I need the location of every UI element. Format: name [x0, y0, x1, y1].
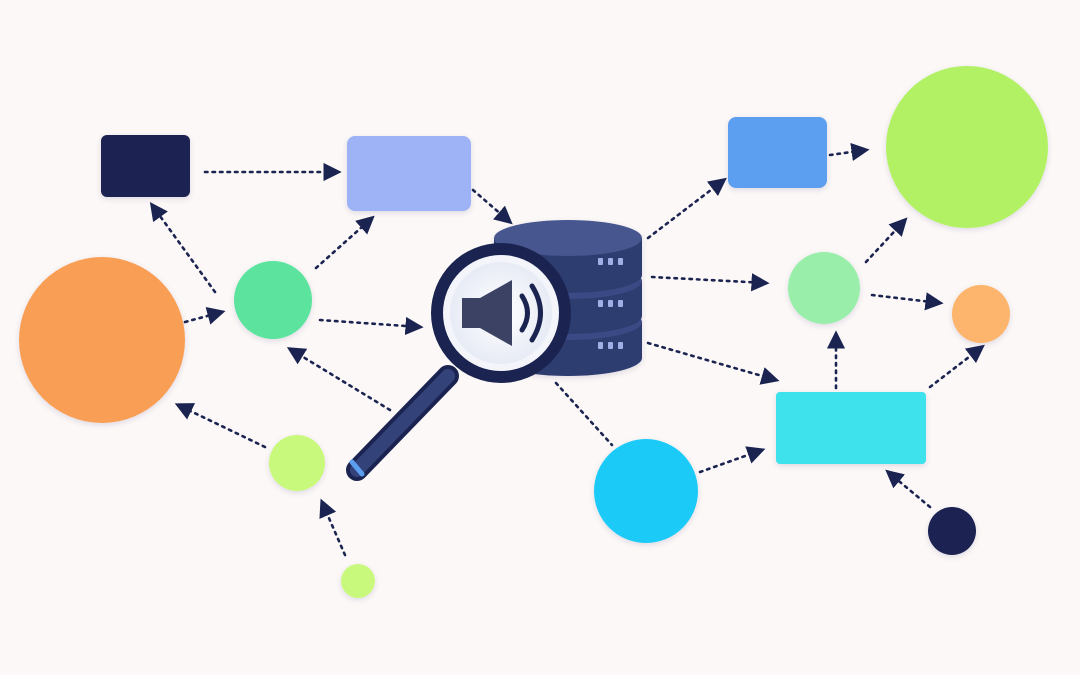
database-audio-search[interactable]	[346, 220, 642, 481]
edge-database-to-cyan-circle	[554, 381, 614, 447]
circle-lime-mid[interactable]	[269, 435, 325, 491]
circle-orange-large[interactable]	[19, 257, 185, 423]
edge-cyan-circle-to-cyan-box	[698, 446, 766, 474]
circle-navy-small[interactable]	[928, 507, 976, 555]
circle-orange-small[interactable]	[952, 285, 1010, 343]
edge-lavender-box-to-database	[471, 188, 513, 225]
edge-database-to-mint-circle	[650, 273, 770, 292]
edges-group	[149, 142, 985, 557]
edge-orange-circle-to-teal-circle	[183, 307, 226, 325]
edge-lime-circle-to-orange-circle	[174, 403, 267, 449]
circle-teal-mid[interactable]	[234, 261, 312, 339]
circle-cyan[interactable]	[594, 439, 698, 543]
nodes-group	[19, 66, 1048, 598]
edge-small-lime-to-lime-circle	[319, 498, 347, 557]
edge-teal-circle-to-database	[318, 316, 424, 336]
edge-mint-circle-to-orange-small	[870, 292, 944, 311]
speaker-icon	[462, 280, 543, 346]
magnifier-icon	[346, 243, 571, 481]
edge-teal-circle-to-navy-box	[149, 202, 217, 294]
box-blue-top-right[interactable]	[728, 117, 827, 188]
edge-navy-circle-to-cyan-box	[885, 469, 932, 509]
edge-cyan-box-to-orange-small	[928, 344, 985, 389]
circle-green-large[interactable]	[886, 66, 1048, 228]
circle-mint[interactable]	[788, 252, 860, 324]
box-navy-top-left[interactable]	[101, 135, 190, 197]
edge-database-to-blue-box	[646, 177, 727, 240]
circle-lime-small[interactable]	[341, 564, 375, 598]
edge-blue-box-to-green-circle	[828, 142, 870, 162]
edge-teal-circle-to-lavender-box	[314, 215, 375, 270]
edge-mint-circle-to-green-circle	[864, 217, 908, 264]
edge-database-to-cyan-box	[646, 341, 780, 385]
box-cyan[interactable]	[776, 392, 926, 464]
edge-magnifier-to-teal-circle	[286, 347, 392, 412]
box-lavender-top[interactable]	[347, 136, 471, 211]
